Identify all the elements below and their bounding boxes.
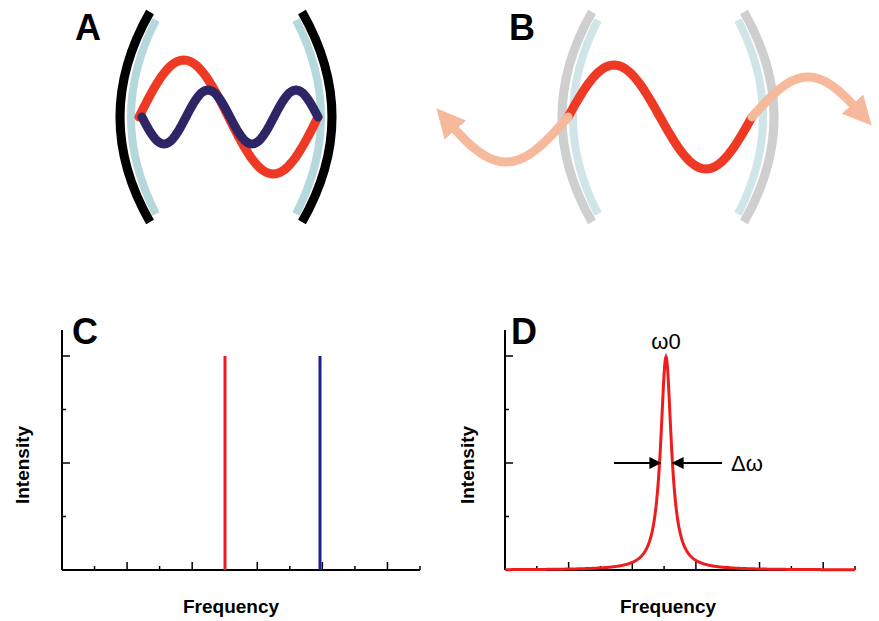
tick bbox=[62, 569, 70, 571]
y-axis bbox=[504, 330, 506, 570]
mode-line bbox=[224, 356, 227, 570]
tick bbox=[257, 562, 259, 570]
mirror-coating bbox=[573, 20, 598, 214]
cavity-wave bbox=[568, 65, 752, 169]
standing-wave bbox=[139, 60, 318, 174]
width-label: Δω bbox=[731, 453, 763, 475]
width-arrow bbox=[674, 462, 722, 464]
tick bbox=[62, 516, 66, 518]
tick bbox=[505, 355, 513, 357]
leaking-wave bbox=[752, 77, 864, 117]
tick bbox=[695, 562, 697, 570]
panel-letter: C bbox=[72, 314, 98, 350]
tick bbox=[126, 562, 128, 570]
y-axis bbox=[61, 330, 63, 570]
tick bbox=[505, 516, 509, 518]
panel-letter: A bbox=[75, 10, 101, 46]
axis-title: Intensity bbox=[13, 426, 32, 504]
mode-line bbox=[319, 356, 322, 570]
tick bbox=[505, 409, 509, 411]
tick bbox=[61, 562, 63, 570]
tick bbox=[505, 462, 513, 464]
panel-letter: B bbox=[509, 10, 535, 46]
standing-wave bbox=[142, 90, 318, 144]
tick bbox=[419, 566, 421, 570]
x-axis bbox=[62, 569, 420, 571]
peak-label: ω0 bbox=[651, 331, 680, 353]
lorentzian-peak bbox=[505, 357, 855, 570]
axis-title: Intensity bbox=[458, 426, 477, 504]
width-arrow bbox=[614, 462, 659, 464]
tick bbox=[62, 409, 66, 411]
tick bbox=[387, 562, 389, 570]
axis-title: Frequency bbox=[183, 597, 279, 616]
tick bbox=[94, 566, 96, 570]
tick bbox=[62, 355, 70, 357]
tick bbox=[159, 566, 161, 570]
tick bbox=[354, 566, 356, 570]
panel-letter: D bbox=[511, 314, 537, 350]
tick bbox=[62, 462, 70, 464]
axis-title: Frequency bbox=[620, 597, 716, 616]
tick bbox=[191, 562, 193, 570]
tick bbox=[289, 566, 291, 570]
tick bbox=[322, 562, 324, 570]
tick bbox=[663, 566, 665, 570]
leaking-wave bbox=[444, 117, 568, 162]
